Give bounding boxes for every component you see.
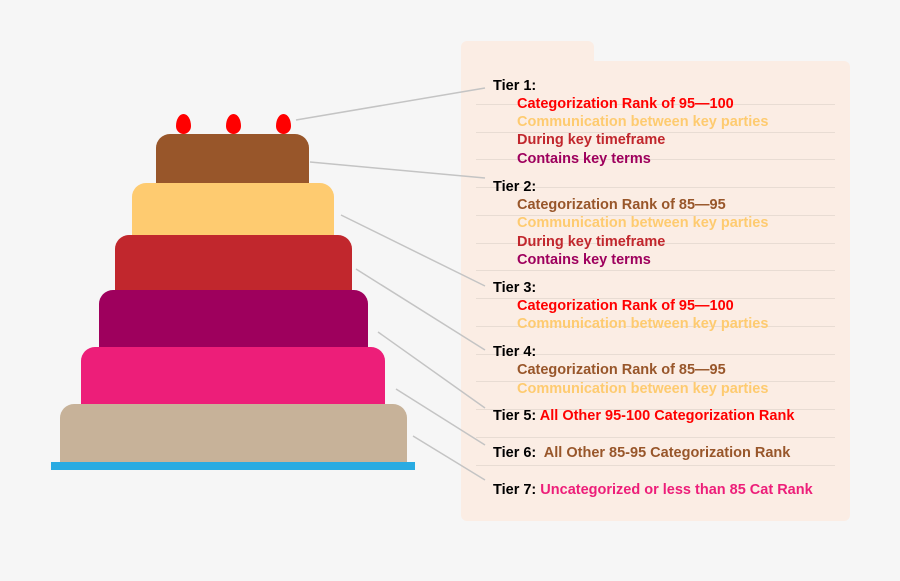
tier6-row: Tier 6: All Other 85-95 Categorization R… — [493, 444, 790, 462]
tier7-row: Tier 7: Uncategorized or less than 85 Ca… — [493, 481, 813, 499]
tier1-item: Categorization Rank of 95—100 — [517, 96, 734, 112]
tier4-item: Communication between key parties — [517, 381, 769, 397]
tier6-desc: All Other 85-95 Categorization Rank — [543, 445, 791, 461]
cake-plate — [51, 462, 415, 470]
tier1-item: Contains key terms — [517, 151, 651, 167]
divider — [476, 215, 835, 216]
divider — [476, 298, 835, 299]
cake-layer-tier6 — [60, 404, 407, 463]
tier2-item: Communication between key parties — [517, 215, 769, 231]
divider — [476, 243, 835, 244]
divider — [476, 354, 835, 355]
tier4-item: Categorization Rank of 85—95 — [517, 362, 726, 378]
candle-icon — [226, 114, 241, 134]
tier3-label: Tier 3: — [493, 280, 537, 296]
legend-panel — [461, 61, 850, 521]
tier1-item: Communication between key parties — [517, 114, 769, 130]
cake-layer-tier2 — [132, 183, 334, 235]
candle-icon — [276, 114, 291, 134]
tier5-row: Tier 5: All Other 95-100 Categorization … — [493, 407, 794, 425]
divider — [476, 437, 835, 438]
tier6-label: Tier 6: — [493, 445, 537, 461]
tier2-item: Contains key terms — [517, 252, 651, 268]
cake-layer-tier4 — [99, 290, 368, 348]
cake-layer-tier5 — [81, 347, 385, 405]
tier3-item: Categorization Rank of 95—100 — [517, 298, 734, 314]
tier1-item: During key timeframe — [517, 132, 666, 148]
tier5-label: Tier 5: — [493, 408, 537, 424]
candle-icon — [176, 114, 191, 134]
divider — [476, 326, 835, 327]
divider — [476, 104, 835, 105]
divider — [476, 132, 835, 133]
tier7-label: Tier 7: — [493, 482, 537, 498]
tier1-label: Tier 1: — [493, 78, 537, 94]
divider — [476, 381, 835, 382]
divider — [476, 187, 835, 188]
cake-layer-tier1 — [156, 134, 309, 184]
divider — [476, 159, 835, 160]
divider — [476, 465, 835, 466]
tier2-item: Categorization Rank of 85—95 — [517, 197, 726, 213]
divider — [476, 409, 835, 410]
divider — [476, 270, 835, 271]
cake-layer-tier3 — [115, 235, 352, 293]
tier2-label: Tier 2: — [493, 179, 537, 195]
tier4-label: Tier 4: — [493, 344, 537, 360]
tier5-desc: All Other 95-100 Categorization Rank — [539, 408, 795, 424]
tier7-desc: Uncategorized or less than 85 Cat Rank — [540, 482, 813, 498]
tier2-item: During key timeframe — [517, 234, 666, 250]
tier3-item: Communication between key parties — [517, 316, 769, 332]
